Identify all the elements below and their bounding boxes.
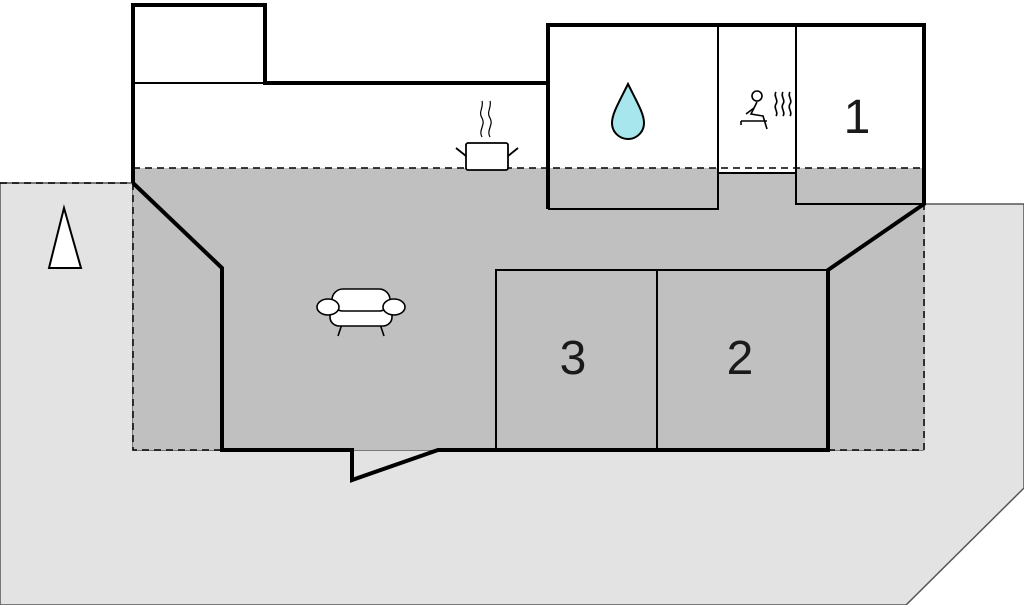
bedroom-1-room (796, 25, 924, 168)
covered-area (133, 168, 925, 450)
water-drop-icon (610, 81, 646, 140)
sofa-icon (316, 288, 406, 337)
bedroom-3-number: 3 (560, 332, 587, 385)
kitchen-area (133, 5, 548, 168)
sauna-icon (740, 90, 792, 130)
north-arrow-icon (47, 204, 83, 269)
bedroom-1-number: 1 (844, 91, 871, 144)
walls (131, 3, 926, 483)
bedroom-2-number: 2 (727, 332, 754, 385)
bathroom-lower (548, 168, 718, 209)
cooking-pot-icon (455, 100, 519, 171)
covered-area-border (0, 167, 925, 451)
interior-walls (133, 25, 924, 450)
